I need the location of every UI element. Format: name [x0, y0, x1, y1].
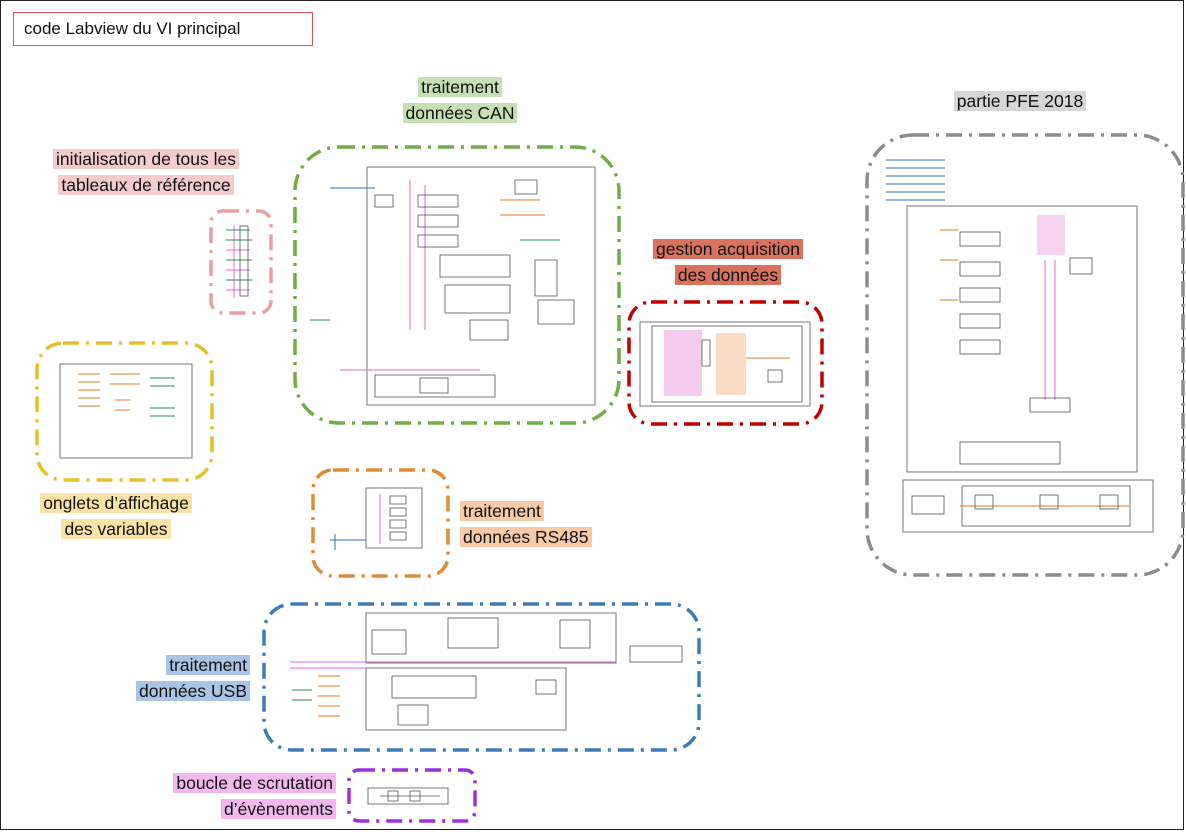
evt-code-sketch: [367, 787, 449, 805]
pfe-code-sketch: [886, 159, 1154, 533]
label-init-line2: tableaux de référence: [58, 175, 234, 195]
can-border: [293, 145, 621, 425]
usb-border: [262, 602, 701, 752]
onglet-border: [35, 341, 214, 482]
usb-code-sketch: [290, 612, 683, 731]
label-onglet-line1: onglets d’affichage: [40, 493, 192, 513]
label-evt: boucle de scrutation d’évènements: [126, 770, 336, 822]
label-can-line2: données CAN: [402, 103, 518, 123]
label-usb-line1: traitement: [166, 655, 250, 675]
label-acq: gestion acquisition des données: [628, 236, 828, 288]
label-rs485-line2: données RS485: [460, 527, 592, 547]
can-code-sketch: [310, 166, 596, 406]
label-rs485: traitement données RS485: [460, 498, 630, 550]
group-usb-outline: [262, 602, 701, 752]
init-code-sketch: [226, 225, 252, 298]
label-usb: traitement données USB: [100, 652, 250, 704]
label-can-line1: traitement: [418, 77, 502, 97]
group-can-outline: [293, 145, 621, 425]
label-usb-line2: données USB: [136, 681, 250, 701]
label-init: initialisation de tous les tableaux de r…: [28, 146, 264, 198]
label-init-line1: initialisation de tous les: [53, 149, 239, 169]
evt-border: [347, 768, 477, 823]
group-rs485-outline: [311, 468, 450, 578]
label-rs485-line1: traitement: [460, 501, 544, 521]
rs485-border: [311, 468, 450, 578]
group-acq-outline: [627, 300, 824, 426]
label-onglet: onglets d’affichage des variables: [16, 490, 216, 542]
group-pfe-outline: [865, 133, 1185, 577]
label-acq-line2: des données: [674, 265, 782, 285]
init-border: [209, 209, 273, 315]
acq-border: [627, 300, 824, 426]
pfe-border: [865, 133, 1185, 577]
label-can: traitement données CAN: [370, 74, 550, 126]
rs485-code-sketch: [330, 487, 423, 550]
group-init-outline: [209, 209, 273, 315]
label-pfe-line1: partie PFE 2018: [953, 91, 1087, 111]
onglet-code-sketch: [59, 363, 193, 459]
label-onglet-line2: des variables: [61, 519, 171, 539]
label-evt-line2: d’évènements: [221, 799, 336, 819]
label-acq-line1: gestion acquisition: [653, 239, 803, 259]
acq-code-sketch: [639, 321, 811, 407]
group-onglet-outline: [35, 341, 214, 482]
label-evt-line1: boucle de scrutation: [173, 773, 336, 793]
page-title: code Labview du VI principal: [13, 12, 313, 46]
label-pfe: partie PFE 2018: [920, 88, 1120, 114]
group-evt-outline: [347, 768, 477, 823]
